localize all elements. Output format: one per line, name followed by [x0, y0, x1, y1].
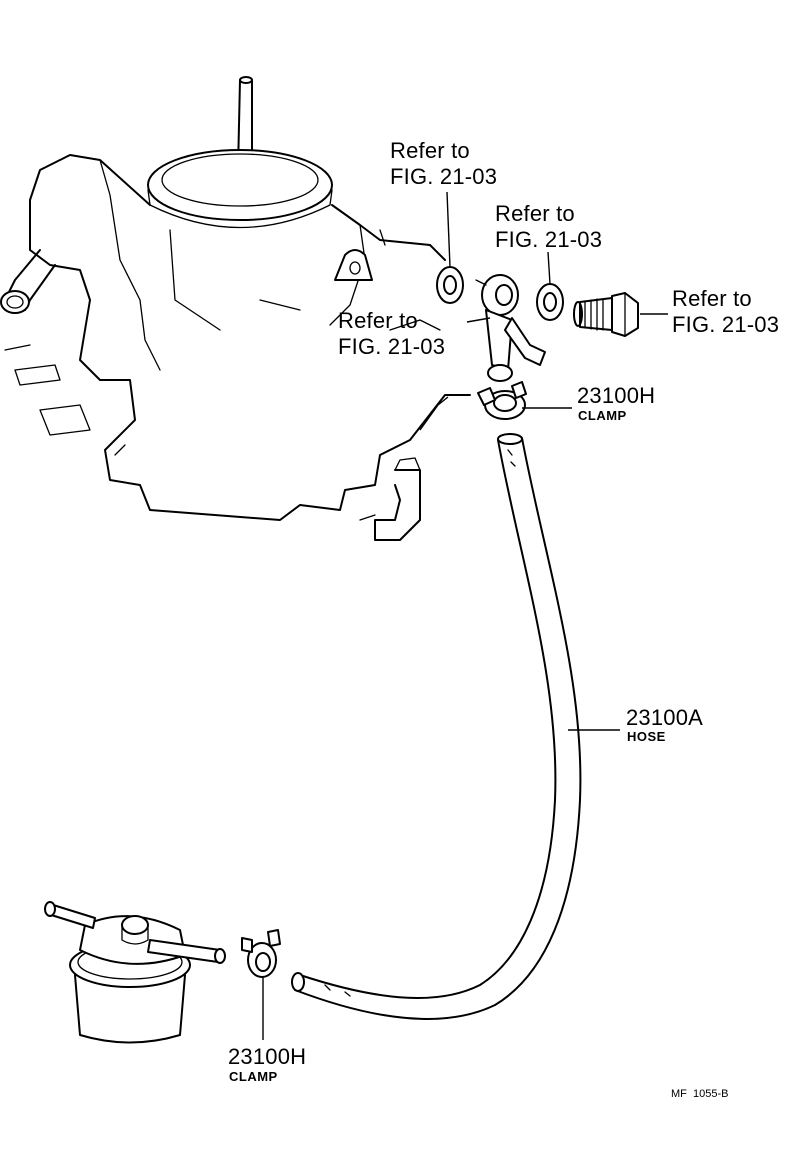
hose-name: HOSE	[627, 729, 666, 744]
ref-right-line1: Refer to	[672, 286, 752, 311]
hose-part-number: 23100A	[626, 705, 703, 730]
fuel-filter-illustration	[44, 901, 226, 1044]
ref-lower-left-line1: Refer to	[338, 308, 418, 333]
callout-clamp-lower: 23100H CLAMP	[228, 1044, 306, 1084]
clamp-upper-illustration	[477, 381, 527, 420]
callout-hose: 23100A HOSE	[626, 705, 703, 744]
union-bolt	[573, 292, 639, 337]
clamp-lower-illustration	[241, 929, 281, 978]
callout-ref-right: Refer to FIG. 21-03	[672, 286, 779, 337]
ref-top-mid-line1: Refer to	[495, 201, 575, 226]
ref-lower-left-line2: FIG. 21-03	[338, 334, 445, 359]
callout-clamp-upper: 23100H CLAMP	[577, 383, 655, 423]
ref-top-mid-line2: FIG. 21-03	[495, 227, 602, 252]
ref-right-line2: FIG. 21-03	[672, 312, 779, 337]
clamp-lower-part-number: 23100H	[228, 1044, 306, 1069]
clamp-upper-part-number: 23100H	[577, 383, 655, 408]
gasket-washer-left	[436, 266, 464, 304]
ref-top-left-line2: FIG. 21-03	[390, 164, 497, 189]
gasket-washer-right	[536, 283, 564, 321]
clamp-upper-name: CLAMP	[578, 408, 627, 423]
figure-code: MF 1055-B	[671, 1088, 728, 1100]
carburetor-illustration	[0, 76, 471, 541]
leader-lines	[262, 191, 668, 1040]
fuel-hose-illustration	[291, 433, 582, 1020]
clamp-lower-name: CLAMP	[229, 1069, 278, 1084]
banjo-union-fitting	[475, 274, 546, 382]
callout-ref-lower-left: Refer to FIG. 21-03	[338, 308, 445, 359]
callout-ref-top-left: Refer to FIG. 21-03	[390, 138, 497, 189]
callout-ref-top-mid: Refer to FIG. 21-03	[495, 201, 602, 252]
ref-top-left-line1: Refer to	[390, 138, 470, 163]
